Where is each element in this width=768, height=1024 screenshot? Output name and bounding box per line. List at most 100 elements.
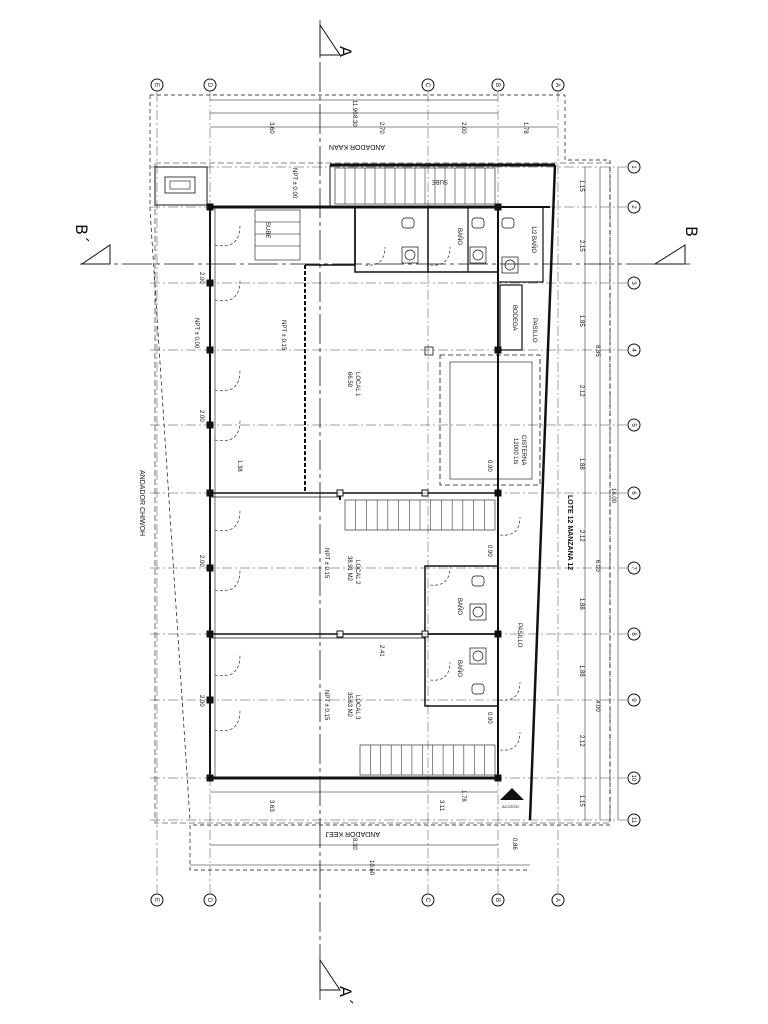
svg-text:E: E (153, 83, 159, 87)
grid-bubble-letter: D (203, 78, 217, 92)
svg-text:B: B (494, 898, 500, 902)
grid-bubble-number: 5 (627, 418, 641, 432)
cisterna-hatch (424, 346, 434, 356)
sink-fixture (501, 256, 519, 274)
dim-right-6: 2.12 (578, 530, 584, 542)
level-npt-1: NPT ± 0.15 (280, 320, 286, 351)
door-swing (214, 654, 241, 677)
door-swing (214, 709, 241, 732)
door-swing (214, 509, 241, 532)
dim-right-3: 1.85 (578, 315, 584, 327)
level-npt-3: NPT ± 0.15 (323, 690, 329, 721)
dim-top-4: 2.70 (378, 122, 384, 134)
section-arrow-b-left (80, 244, 111, 265)
stair-local3-treads (370, 745, 485, 775)
dim-right-9: 2.12 (578, 735, 584, 747)
grid-bubble-letter: E (150, 893, 164, 907)
room-acceso: ACCESO (502, 804, 519, 809)
grid-bubble-letter: E (150, 78, 164, 92)
svg-text:A: A (554, 898, 560, 902)
dim-right-10: 1.15 (578, 795, 584, 807)
dim-bottom-4: 8.30 (351, 838, 357, 850)
door-swing (214, 419, 241, 442)
door-swing (214, 224, 241, 247)
grid-bubble-number: 6 (627, 486, 641, 500)
section-label-b-left: B´ (72, 224, 91, 243)
site-boundary (149, 94, 611, 871)
door-swing (364, 246, 386, 266)
door-swing (429, 661, 451, 681)
walkway-kaan: ANDADOR KAAN (329, 143, 385, 150)
dim-bottom-6: 0.86 (511, 838, 517, 850)
sink-fixture (469, 246, 487, 264)
room-pasillo-2: PASILLO (516, 623, 522, 648)
svg-text:C: C (424, 898, 430, 903)
dim-bottom-1: 3.63 (268, 800, 274, 812)
grid-bubble-number: 8 (627, 627, 641, 641)
stair-local2-treads (355, 500, 485, 530)
room-local2-area: 38.91 M2 (346, 556, 352, 582)
dim-bottom-2: 3.11 (438, 800, 444, 812)
grid-bubble-letter: B (491, 78, 505, 92)
dim-misc-7: 0.90 (486, 460, 492, 472)
walkway-chiwoh: ANDADOR CHIWOH (138, 470, 145, 536)
door-swing (214, 369, 241, 392)
grid-bubble-letter: B (491, 893, 505, 907)
door-swing (499, 731, 521, 751)
dim-top-1: 11.90 (351, 100, 357, 115)
sanitary-fixtures (401, 217, 519, 695)
dim-right-t3: 6.00 (594, 560, 600, 572)
dim-bottom-3: 1.78 (460, 790, 466, 802)
dim-misc-5: 1.38 (236, 460, 242, 472)
dimension-lines (190, 99, 619, 866)
dim-misc-8: 0.90 (486, 545, 492, 557)
svg-text:11: 11 (630, 817, 636, 824)
dim-right-7: 1.88 (578, 598, 584, 610)
stair-local1 (254, 209, 301, 261)
grid-lines (150, 92, 627, 893)
dim-misc-4: 2.00 (198, 695, 204, 707)
door-swing (214, 569, 241, 592)
door-swing (429, 566, 451, 586)
svg-text:3: 3 (630, 281, 636, 285)
grid-bubble-number: 7 (627, 561, 641, 575)
dim-top-5: 2.00 (460, 122, 466, 134)
toilet-fixture (471, 217, 485, 229)
svg-text:1: 1 (630, 165, 636, 169)
dim-right-t4: 4.00 (594, 700, 600, 712)
sink-basin (504, 259, 516, 271)
room-local3-area: 35.63 M2 (346, 692, 352, 718)
dim-right-2: 2.15 (578, 240, 584, 252)
room-local3: LOCAL 3 (354, 695, 360, 720)
bodega-box (499, 284, 523, 351)
dim-right-t1: 8.85 (594, 345, 600, 357)
cisterna-inner (449, 361, 533, 480)
door-swing (499, 516, 521, 536)
grid-bubble-number: 10 (627, 771, 641, 785)
svg-text:5: 5 (630, 423, 636, 427)
dim-top-6: 1.78 (522, 122, 528, 134)
sink-basin (472, 249, 484, 261)
svg-text:B: B (494, 83, 500, 87)
room-half-bath: 1/2 BAÑO (530, 226, 537, 253)
sink-basin (472, 650, 484, 662)
planter-core (169, 180, 191, 190)
level-npt-b: NPT ± 0.00 (291, 168, 297, 199)
dim-right-4: 2.12 (578, 385, 584, 397)
grid-bubble-number: 9 (627, 693, 641, 707)
stair-local3 (359, 744, 496, 776)
grid-bubble-letter: A (551, 78, 565, 92)
dim-misc-9: 0.90 (486, 712, 492, 724)
svg-text:D: D (206, 898, 212, 903)
grid-bubble-letter: C (421, 893, 435, 907)
sink-fixture (469, 603, 487, 621)
dim-right-8: 1.88 (578, 665, 584, 677)
toilet-fixture (471, 575, 485, 587)
toilet-fixture (401, 217, 415, 229)
door-swing (429, 246, 451, 266)
planter-outer (154, 166, 208, 206)
toilet-fixture (501, 217, 515, 229)
grid-bubble-letter: A (551, 893, 565, 907)
